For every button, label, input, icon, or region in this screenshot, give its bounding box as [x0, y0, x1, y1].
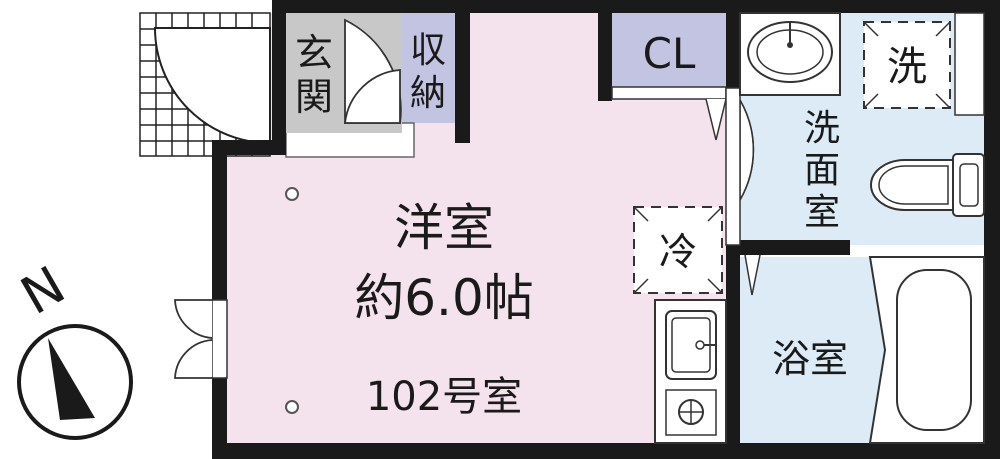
closet-label: CL: [643, 29, 696, 78]
storage-fill: [402, 13, 455, 123]
walls: [212, 0, 1000, 459]
closet-fill: [612, 13, 726, 87]
compass-north-label: N: [12, 255, 76, 326]
refrigerator-label: 冷: [659, 230, 697, 274]
entrance-label-1: 玄: [295, 31, 333, 75]
closet-door-mark: [705, 98, 727, 141]
storage-label-2: 納: [410, 73, 446, 114]
storage-door-swing: [343, 69, 401, 124]
western-room-size: 約6.0帖: [354, 269, 534, 327]
bathroom-door-mark: [744, 254, 761, 296]
closet-door-rail: [611, 86, 727, 100]
sink-drain: [695, 340, 705, 350]
washroom-label-1: 洗: [804, 108, 840, 149]
bathtub-basin: [896, 269, 972, 431]
outlet-upper: [285, 187, 299, 201]
window-left: [211, 299, 228, 379]
storage-label-1: 収: [410, 30, 446, 71]
room-number: 102号室: [366, 374, 522, 420]
entrance-label-2: 関: [295, 75, 333, 119]
refrigerator-space: [633, 206, 723, 294]
washer-space: [863, 21, 951, 109]
washroom-label-2: 面: [804, 150, 840, 191]
compass-ring: [17, 324, 133, 440]
washer-label: 洗: [887, 44, 927, 90]
window-left-swing: [174, 299, 213, 379]
washroom-door-arc: [739, 99, 755, 201]
western-room-name: 洋室: [394, 199, 494, 257]
compass: N: [12, 255, 133, 440]
washroom-label-3: 室: [804, 192, 840, 233]
compass-needle: [48, 338, 95, 420]
bathroom-label: 浴室: [772, 337, 848, 381]
outlet-lower: [285, 400, 299, 414]
